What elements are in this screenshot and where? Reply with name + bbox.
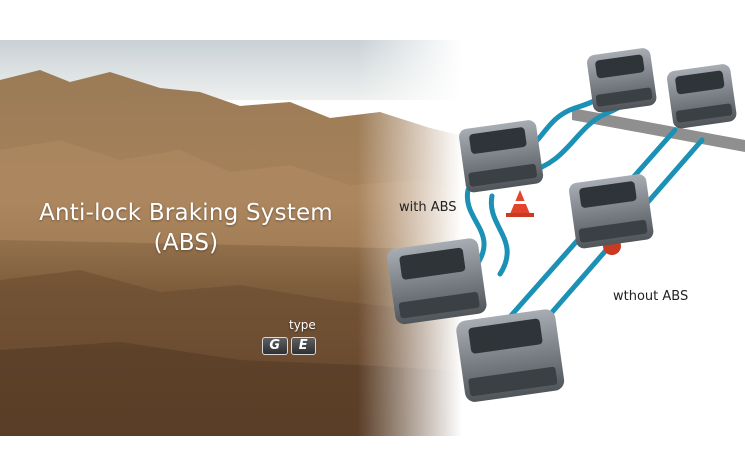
badge-letter-e: E bbox=[290, 337, 316, 355]
truck-icon bbox=[387, 238, 487, 325]
headline-line2: (ABS) bbox=[153, 230, 219, 256]
truck-icon bbox=[587, 48, 657, 113]
badge-letter-g: G bbox=[262, 337, 288, 355]
truck-icon bbox=[459, 120, 544, 193]
truck-icon bbox=[667, 64, 737, 129]
truck-icon bbox=[456, 309, 565, 402]
headline-line1: Anti-lock Braking System bbox=[39, 200, 333, 226]
grade-badge: G E bbox=[262, 337, 316, 355]
traffic-cone-icon bbox=[506, 190, 534, 217]
truck-icon bbox=[569, 174, 654, 249]
headline: Anti-lock Braking System (ABS) bbox=[0, 198, 372, 258]
with-abs-label: with ABS bbox=[399, 200, 457, 215]
without-abs-label: wthout ABS bbox=[613, 289, 689, 304]
type-caption: type bbox=[289, 318, 316, 332]
